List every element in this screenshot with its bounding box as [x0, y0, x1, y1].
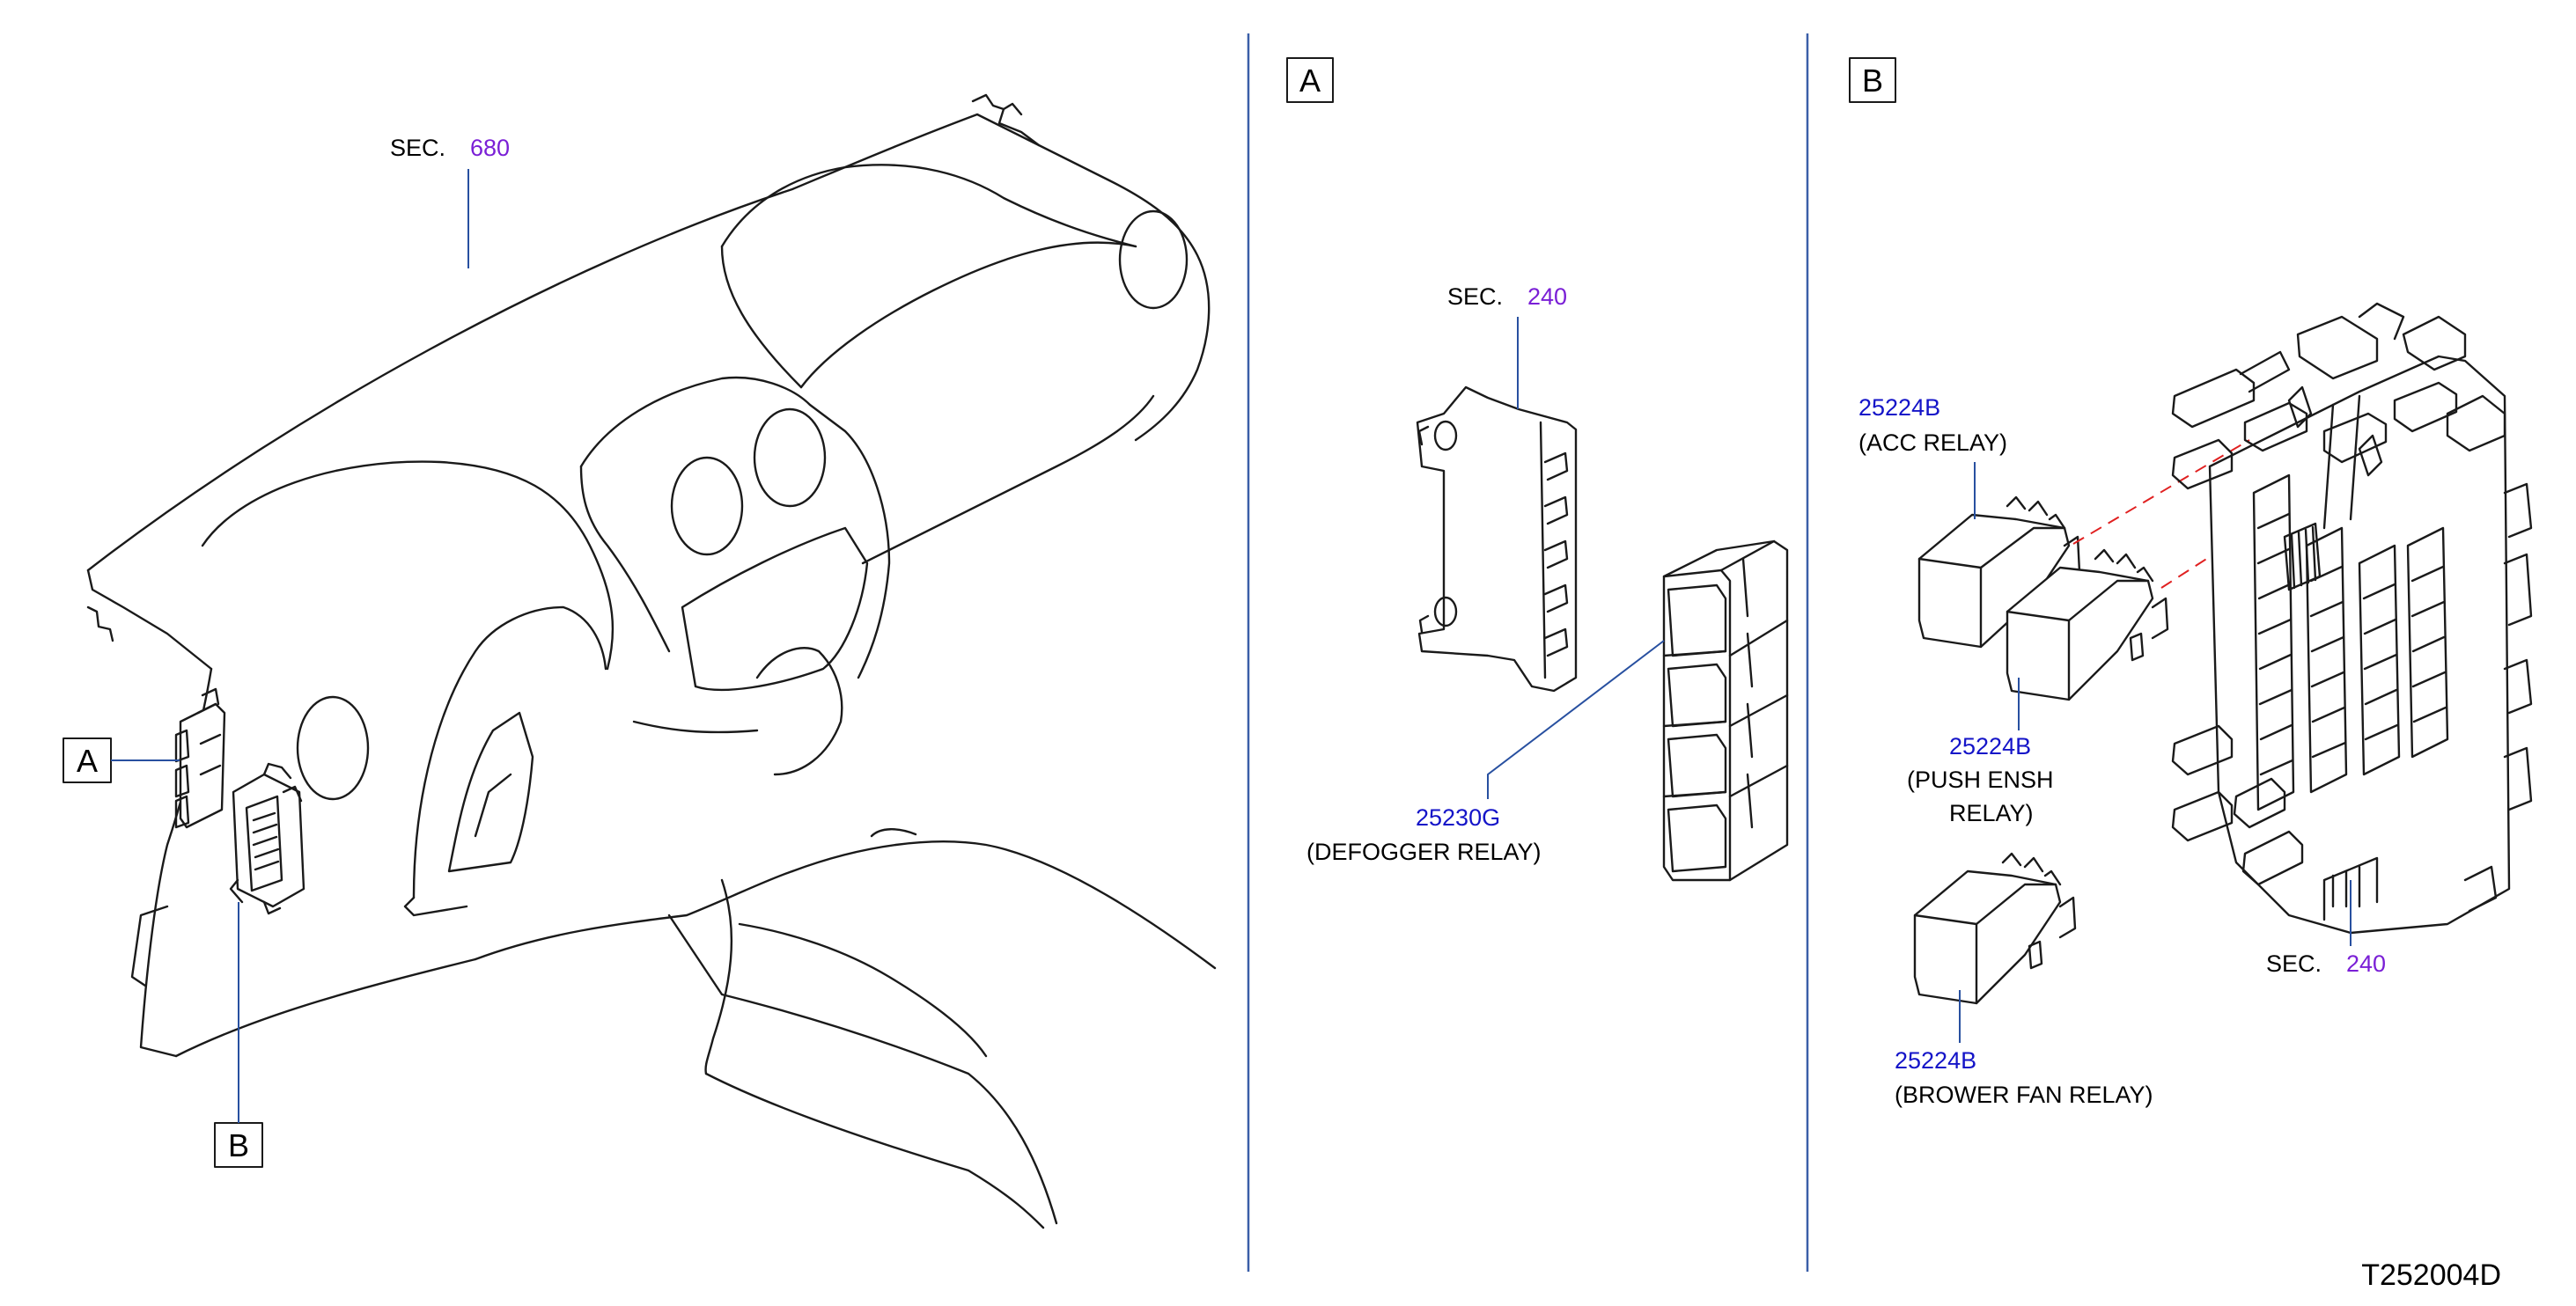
sec-680-number: 680	[470, 135, 510, 161]
instrument-panel-drawing	[86, 93, 1217, 1229]
callout-box-b	[214, 1122, 263, 1168]
panel-a-title-box	[1286, 57, 1334, 103]
fuse-relay-block	[2171, 302, 2533, 935]
acc-relay-part-name: (ACC RELAY)	[1858, 429, 2007, 456]
panel-b-sec-number: 240	[2346, 950, 2386, 977]
acc-relay-guide-line	[2072, 439, 2250, 545]
panel-a-sec-number: 240	[1527, 283, 1567, 310]
defogger-relay-part-name: (DEFOGGER RELAY)	[1306, 839, 1542, 865]
fuse-block-b-overview	[229, 762, 305, 915]
sec-680-prefix: SEC.	[390, 135, 445, 161]
callout-box-a	[63, 737, 112, 783]
panel-b-title-box	[1849, 57, 1896, 103]
defogger-relay-part-number[interactable]: 25230G	[1416, 804, 1500, 831]
panel-b-title: B	[1862, 62, 1883, 99]
push-ensh-relay	[2006, 548, 2169, 701]
panel-a-sec-prefix: SEC.	[1447, 283, 1503, 310]
push-ensh-relay-part-name-line2: RELAY)	[1949, 800, 2034, 826]
panel-b-sec-prefix: SEC.	[2266, 950, 2322, 977]
relay-bracket	[1416, 385, 1578, 693]
relay-cluster-a-overview	[174, 687, 226, 829]
push-ensh-relay-part-number[interactable]: 25224B	[1949, 733, 2031, 759]
callout-label-a[interactable]: A	[77, 743, 98, 779]
push-ensh-relay-part-name-line1: (PUSH ENSH	[1907, 767, 2054, 793]
diagram-code: T252004D	[2361, 1258, 2501, 1292]
defogger-relay-stack	[1662, 539, 1789, 882]
blower-fan-relay	[1913, 852, 2077, 1005]
acc-relay	[1917, 495, 2081, 649]
acc-relay-part-number[interactable]: 25224B	[1858, 394, 1940, 421]
blower-fan-relay-part-name: (BROWER FAN RELAY)	[1895, 1082, 2153, 1108]
panel-a-title: A	[1299, 62, 1321, 99]
callout-label-b[interactable]: B	[228, 1127, 249, 1163]
defogger-relay-leader	[1487, 640, 1665, 799]
blower-fan-relay-part-number[interactable]: 25224B	[1895, 1047, 1976, 1074]
